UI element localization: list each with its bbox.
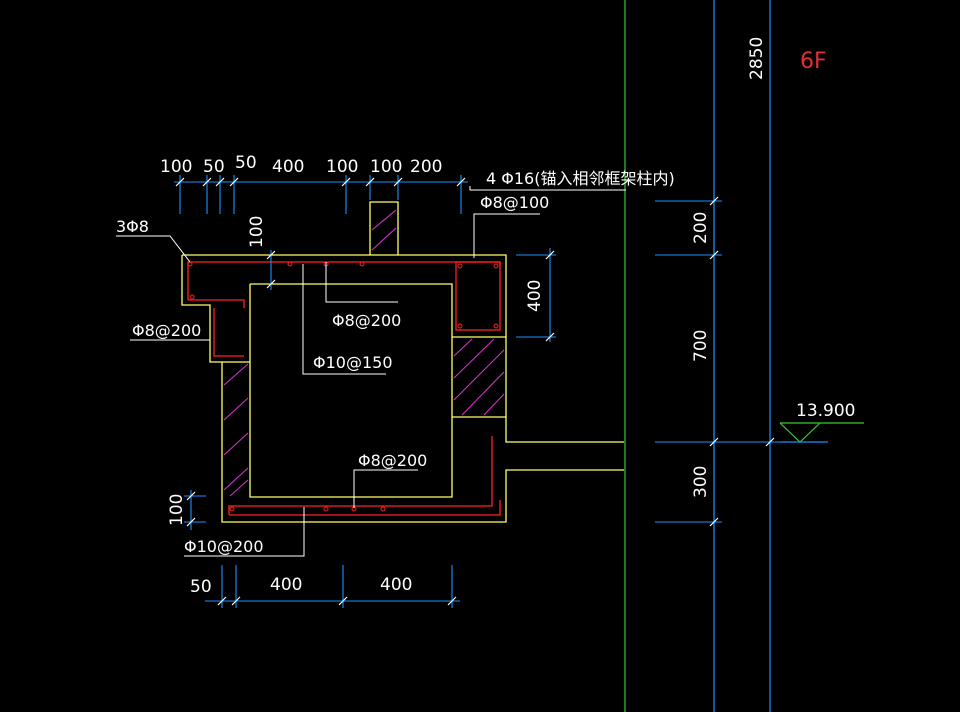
level-marker <box>779 422 864 443</box>
annotation-left-bars: Φ8@200 <box>132 321 201 340</box>
bottom-dim-1: 50 <box>190 577 212 597</box>
annotation-inner-bottom: Φ8@200 <box>358 451 427 470</box>
top-dim-6: 100 <box>370 157 402 177</box>
bottom-dim-3: 400 <box>380 575 412 595</box>
top-dim-2: 50 <box>203 157 225 177</box>
left-dim-100: 100 <box>167 494 187 526</box>
top-dim-5: 100 <box>326 157 358 177</box>
floor-label: 6F <box>800 49 827 74</box>
level-value: 13.900 <box>796 401 855 421</box>
annotation-inner-mid: Φ10@150 <box>313 353 393 372</box>
bottom-dim-2: 400 <box>270 575 302 595</box>
top-dim-1: 100 <box>160 157 192 177</box>
right-dim-2850: 2850 <box>747 37 767 80</box>
right-dim-700: 700 <box>691 330 711 362</box>
rebar-annotations: 4 Φ16(锚入相邻框架柱内) Φ8@100 3Φ8 Φ8@200 Φ8@200… <box>116 169 675 556</box>
rebar-lines <box>187 261 501 516</box>
hatch-areas <box>223 209 505 497</box>
dimension-lines <box>174 175 780 608</box>
concrete-outline <box>181 201 624 523</box>
dimension-ticks <box>175 177 775 606</box>
right-dim-200: 200 <box>691 212 711 244</box>
inner-dim-400: 400 <box>525 280 545 312</box>
annotation-corner-bars: 3Φ8 <box>116 217 149 236</box>
right-dim-300: 300 <box>691 466 711 498</box>
annotation-inner-top: Φ8@200 <box>332 311 401 330</box>
inner-dim-100: 100 <box>247 216 267 248</box>
annotation-top-bar: 4 Φ16(锚入相邻框架柱内) <box>486 169 675 188</box>
annotation-bottom-bars: Φ10@200 <box>184 537 264 556</box>
annotation-stirrup-top: Φ8@100 <box>480 193 549 212</box>
top-dim-7: 200 <box>410 157 442 177</box>
top-dim-4: 400 <box>272 157 304 177</box>
top-dim-3: 50 <box>235 153 257 173</box>
top-dimension-labels: 100 50 50 400 100 100 200 <box>160 153 442 177</box>
bottom-dimension-labels: 50 400 400 <box>190 575 412 597</box>
leader-lines <box>116 186 626 557</box>
